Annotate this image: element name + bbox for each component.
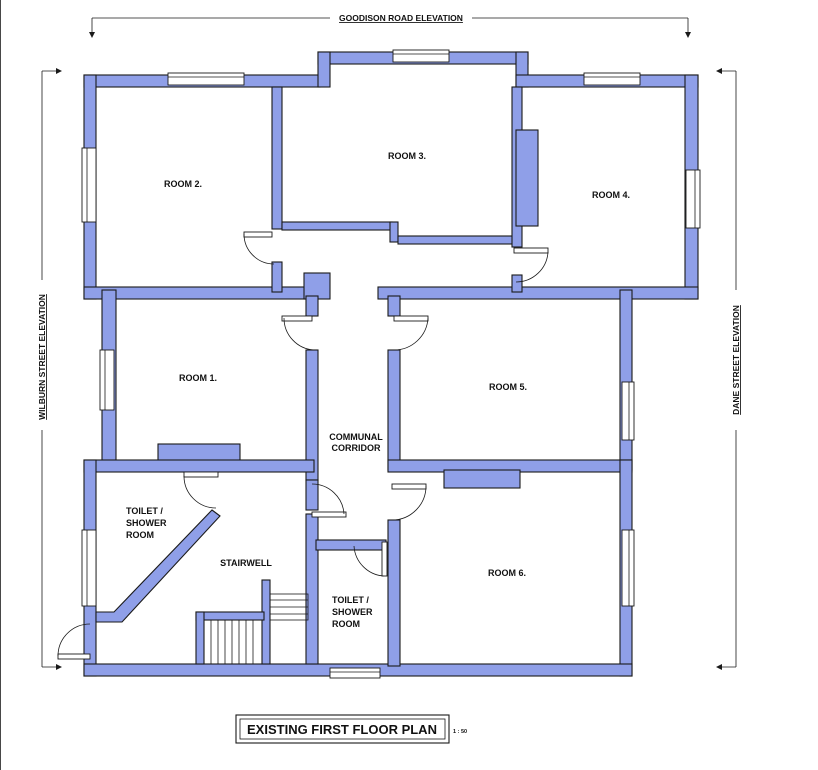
window-toilet-left (81, 529, 97, 607)
label-room6: ROOM 6. (488, 568, 526, 578)
door-toilet-left (183, 471, 219, 509)
drawing-scale: 1 : 50 (453, 729, 467, 735)
door-room4 (513, 247, 549, 283)
room-labels: ROOM 2. ROOM 3. ROOM 4. ROOM 1. ROOM 5. … (126, 151, 630, 629)
staircase (203, 593, 309, 665)
label-toilet-mid-line3: ROOM (332, 619, 360, 629)
label-toilet-left-line3: ROOM (126, 530, 154, 540)
door-external (57, 623, 91, 660)
window-room4-right (685, 169, 701, 229)
window-room4-top (583, 72, 641, 86)
elevation-marker-right: DANE STREET ELEVATION (716, 68, 743, 670)
goodison-road-elevation-label: GOODISON ROAD ELEVATION (339, 13, 463, 23)
windows (81, 49, 701, 679)
door-room1 (281, 315, 315, 351)
door-room6 (391, 483, 427, 521)
label-toilet-left-line1: TOILET / (126, 506, 163, 516)
door-room2 (243, 231, 275, 265)
window-toilet-mid-bottom (329, 667, 381, 679)
label-room1: ROOM 1. (179, 373, 217, 383)
elevation-marker-top: GOODISON ROAD ELEVATION (89, 12, 691, 38)
window-room2-left (81, 147, 97, 223)
label-room5: ROOM 5. (489, 382, 527, 392)
elevation-marker-left: WILBURN STREET ELEVATION (35, 68, 62, 670)
window-room2-top (167, 72, 245, 86)
doors (57, 231, 549, 660)
drawing-title-block: EXISTING FIRST FLOOR PLAN 1 : 50 (235, 714, 467, 744)
dane-street-elevation-label: DANE STREET ELEVATION (731, 305, 741, 415)
door-room5 (393, 315, 429, 351)
label-toilet-mid-line1: TOILET / (332, 595, 369, 605)
toilet-diagonal-wall (95, 509, 221, 623)
window-room6-right (621, 529, 635, 607)
door-stairwell (311, 483, 347, 518)
label-toilet-mid-line2: SHOWER (332, 607, 373, 617)
label-stairwell: STAIRWELL (220, 558, 272, 568)
label-room3: ROOM 3. (388, 151, 426, 161)
window-room3-top (392, 49, 450, 63)
label-corridor-line2: CORRIDOR (332, 443, 381, 453)
walls (83, 51, 699, 677)
label-room4: ROOM 4. (592, 190, 630, 200)
window-room1-left (99, 349, 115, 411)
window-room5-right (621, 381, 635, 441)
label-corridor-line1: COMMUNAL (329, 432, 383, 442)
label-toilet-left-line2: SHOWER (126, 518, 167, 528)
door-toilet-mid (353, 541, 388, 577)
label-room2: ROOM 2. (164, 179, 202, 189)
drawing-title: EXISTING FIRST FLOOR PLAN (247, 722, 437, 737)
wilburn-street-elevation-label: WILBURN STREET ELEVATION (37, 294, 47, 420)
